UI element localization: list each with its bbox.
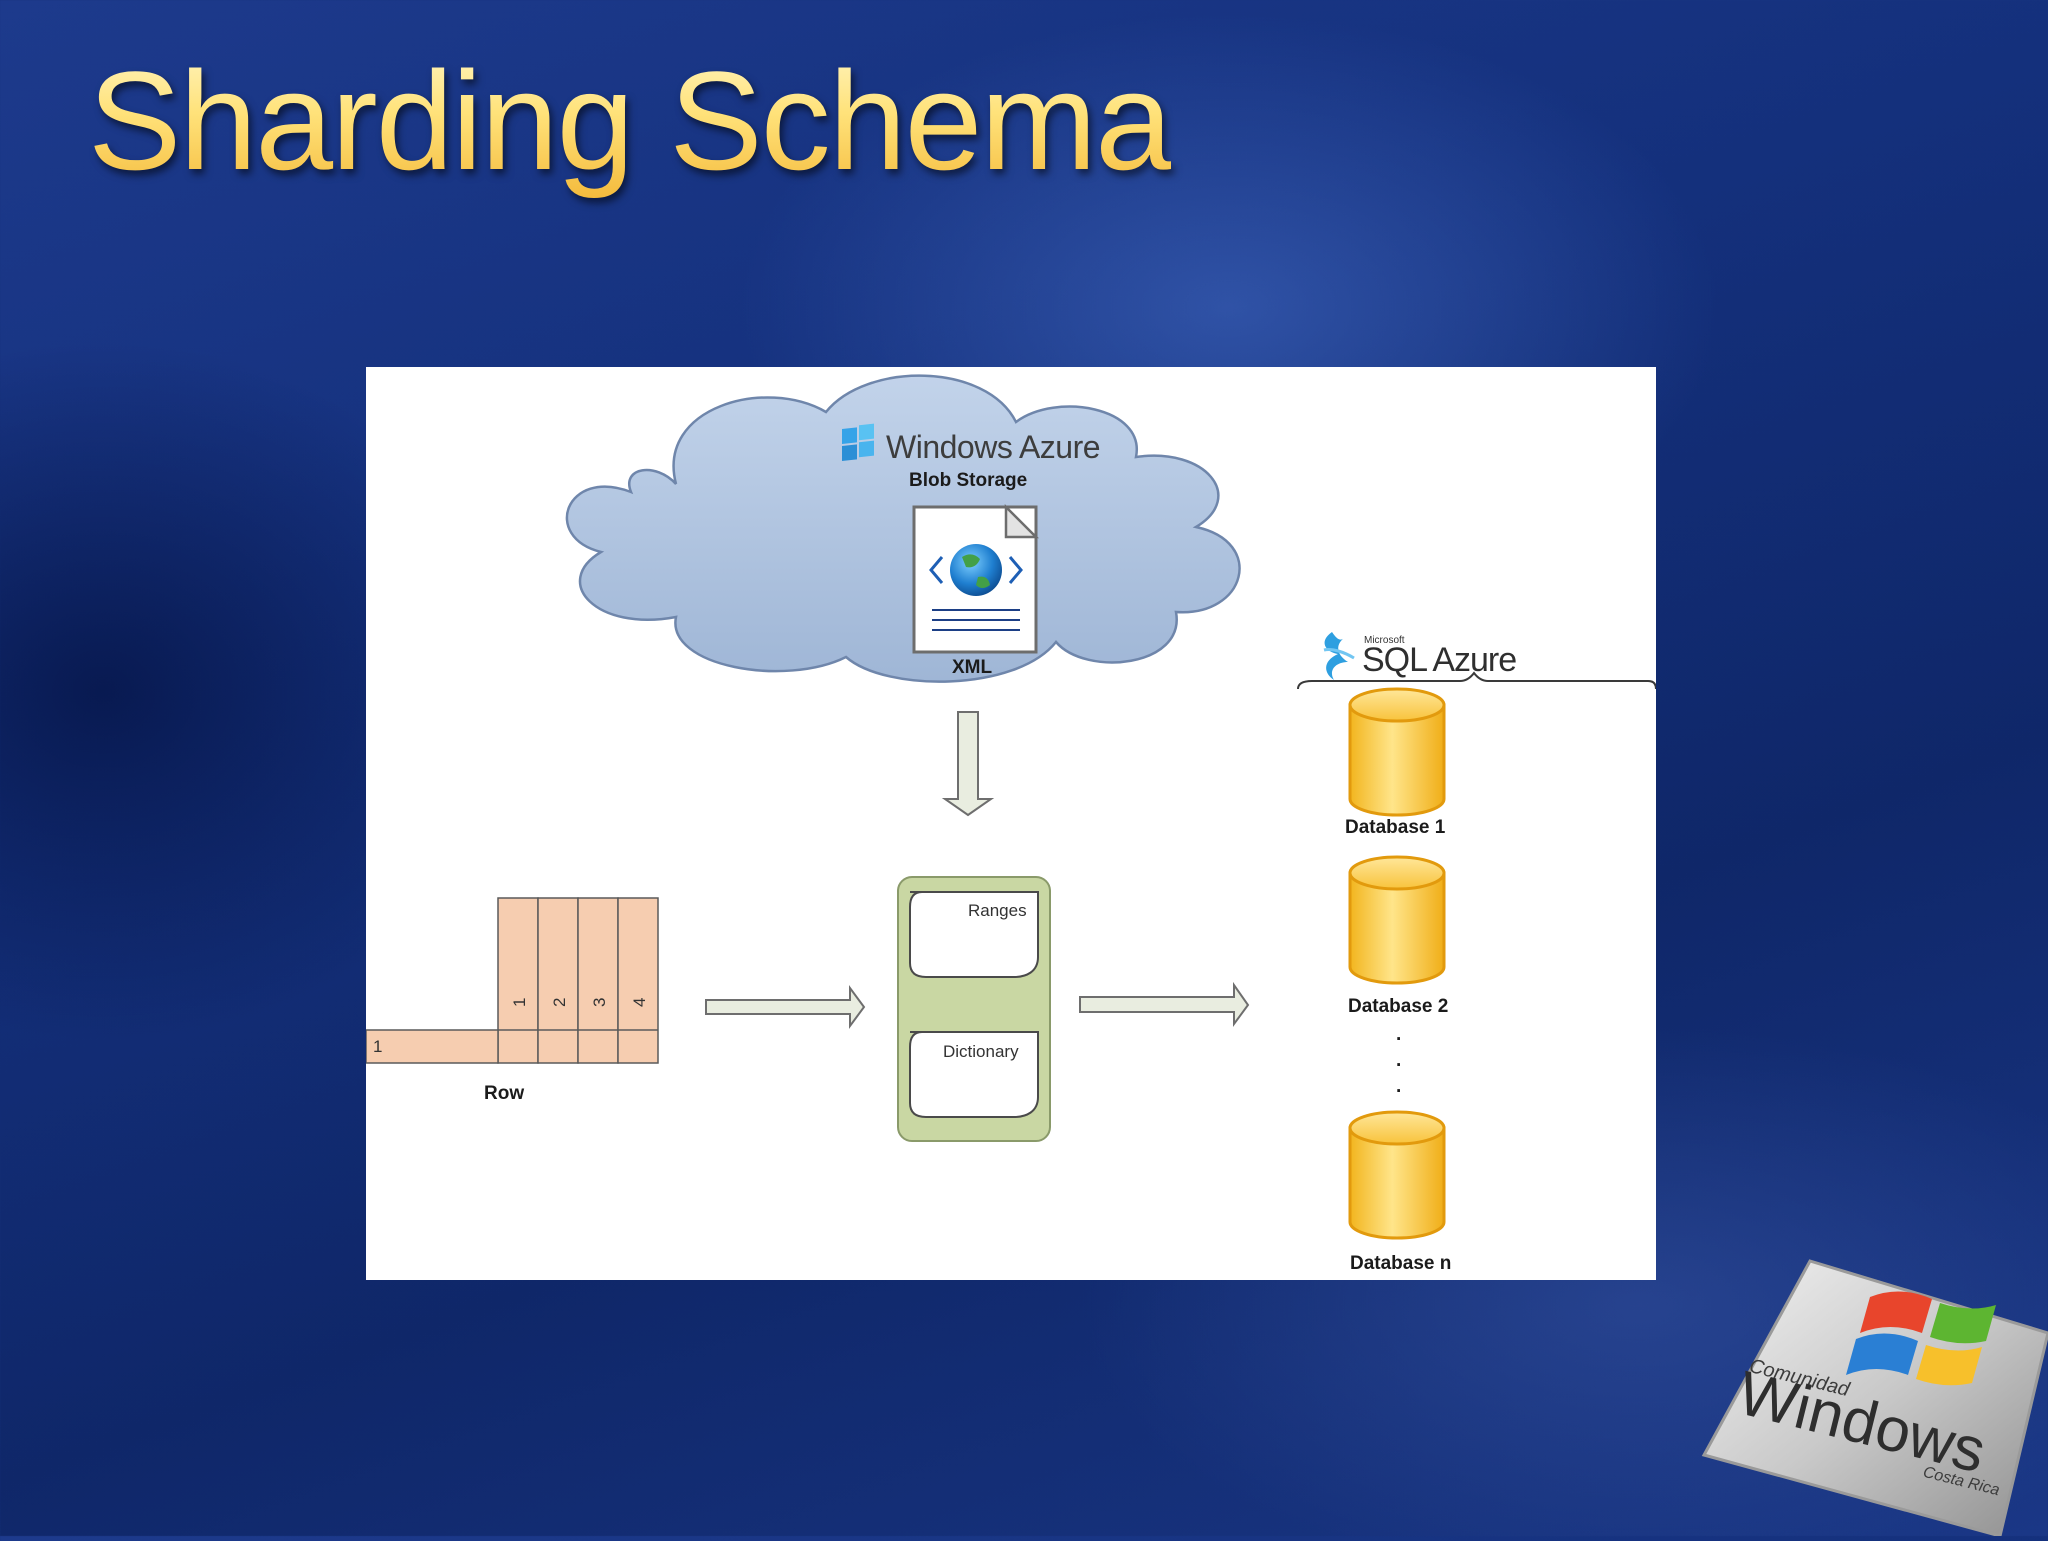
microsoft-wordmark: Microsoft	[1364, 635, 1405, 646]
arrow-down-icon	[941, 711, 995, 817]
arrow-right-icon	[705, 984, 866, 1030]
comunidad-windows-logo: Comunidad Windows Costa Rica	[1700, 1255, 2048, 1538]
column-number-2: 2	[550, 997, 569, 1007]
xml-label: XML	[952, 657, 993, 678]
arrow-right-icon	[1079, 981, 1250, 1028]
blob-storage-cloud	[565, 374, 1241, 683]
windows-flag-icon	[842, 423, 874, 461]
table-grid	[366, 897, 659, 1064]
database-n-icon	[1348, 1110, 1446, 1240]
ellipsis-dot: ·	[1396, 1055, 1403, 1076]
database-1-label: Database 1	[1345, 817, 1446, 838]
ranges-label: Ranges	[968, 901, 1027, 920]
sql-azure-bracket	[1297, 671, 1656, 690]
column-number-4: 4	[630, 997, 649, 1007]
database-n-label: Database n	[1350, 1253, 1452, 1274]
dictionary-label: Dictionary	[943, 1042, 1019, 1061]
database-1-icon	[1348, 687, 1446, 817]
windows-azure-brand: Windows Azure	[886, 429, 1101, 465]
database-2-label: Database 2	[1348, 996, 1449, 1017]
column-number-3: 3	[590, 997, 609, 1007]
ellipsis-dot: ·	[1396, 1029, 1403, 1050]
column-number-1: 1	[510, 997, 529, 1007]
row-number-1: 1	[373, 1037, 383, 1056]
sql-azure-wordmark: SQL Azure	[1362, 641, 1517, 679]
diagram-graphics	[366, 374, 1656, 1240]
ellipsis-dot: ·	[1396, 1081, 1403, 1102]
logo-badge-icon	[1701, 1259, 2048, 1538]
sql-azure-icon	[1323, 632, 1355, 680]
shard-map	[897, 876, 1051, 1142]
blob-storage-label: Blob Storage	[909, 470, 1028, 491]
slide-title: Sharding Schema	[88, 40, 1173, 202]
database-2-icon	[1348, 855, 1446, 985]
xml-document-icon	[912, 503, 1040, 654]
sharding-diagram: Windows Azure Blob Storage XML Microsoft…	[366, 367, 1656, 1280]
row-label: Row	[484, 1083, 525, 1104]
